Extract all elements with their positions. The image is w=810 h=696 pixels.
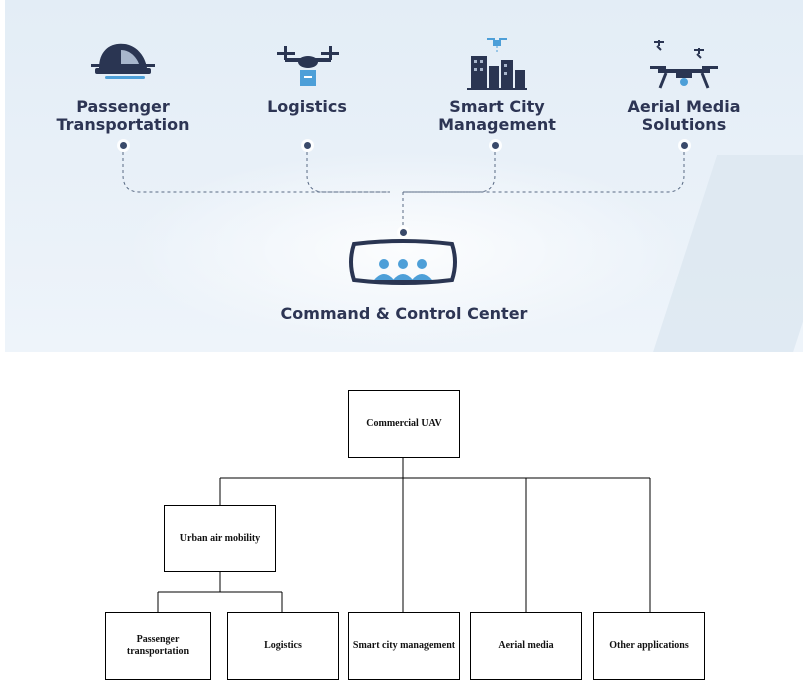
connector-dot	[400, 229, 407, 236]
connector-dot	[492, 142, 499, 149]
category-aerial-media-solutions: Aerial Media Solutions	[627, 97, 741, 134]
node-aerial-media: Aerial media	[470, 612, 582, 680]
node-urban-air-mobility: Urban air mobility	[164, 505, 276, 572]
node-other-applications: Other applications	[593, 612, 705, 680]
tree-connectors	[157, 458, 651, 612]
connector-dot	[304, 142, 311, 149]
air-taxi-icon	[91, 43, 155, 79]
delivery-drone-icon	[277, 46, 339, 86]
camera-drone-icon	[650, 40, 718, 89]
node-logistics: Logistics	[227, 612, 339, 680]
infographic-panel: Passenger Transportation Logistics Smart…	[5, 0, 803, 352]
category-passenger-transportation: Passenger Transportation	[56, 97, 190, 134]
connector-dot	[681, 142, 688, 149]
node-commercial-uav: Commercial UAV	[348, 390, 460, 458]
node-passenger-transportation: Passenger transportation	[105, 612, 211, 680]
node-smart-city-management: Smart city management	[348, 612, 460, 680]
connector-dot	[120, 142, 127, 149]
city-drone-icon	[467, 38, 527, 90]
connector-lines	[122, 146, 685, 230]
category-smart-city-management: Smart City Management	[438, 97, 556, 134]
decorative-glow	[125, 150, 685, 350]
uav-tree-diagram: Commercial UAV Urban air mobility Passen…	[0, 352, 810, 696]
category-logistics: Logistics	[267, 97, 347, 116]
command-control-center-label: Command & Control Center	[280, 304, 528, 323]
control-room-icon	[349, 239, 457, 285]
